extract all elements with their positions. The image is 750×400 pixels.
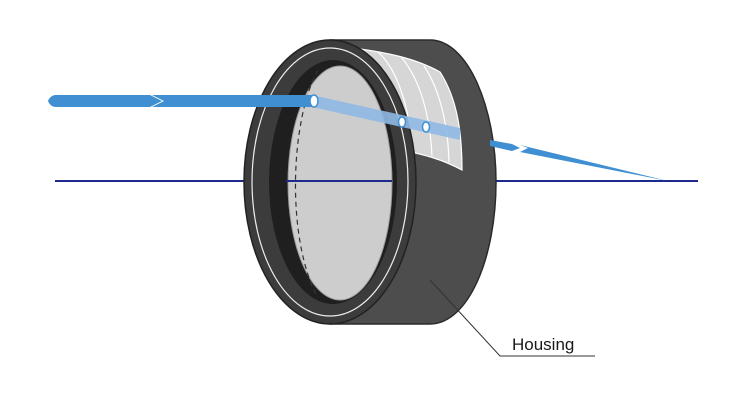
entry-point-marker — [309, 94, 319, 108]
inner-ring-2 — [401, 57, 433, 157]
lens-front-face — [287, 65, 393, 301]
exit-beam-taper — [520, 145, 668, 181]
incoming-beam-2 — [152, 95, 312, 107]
lens-hidden-edge — [294, 69, 319, 299]
exit-beam — [490, 140, 520, 151]
housing-leader-line — [429, 279, 595, 357]
incoming-beam — [48, 95, 162, 107]
housing-label: Housing — [512, 335, 574, 354]
inner-ring-3 — [423, 65, 450, 163]
housing-rim-highlight — [251, 47, 409, 317]
interface-marker-2 — [421, 121, 431, 133]
interface-marker-1 — [397, 116, 407, 128]
